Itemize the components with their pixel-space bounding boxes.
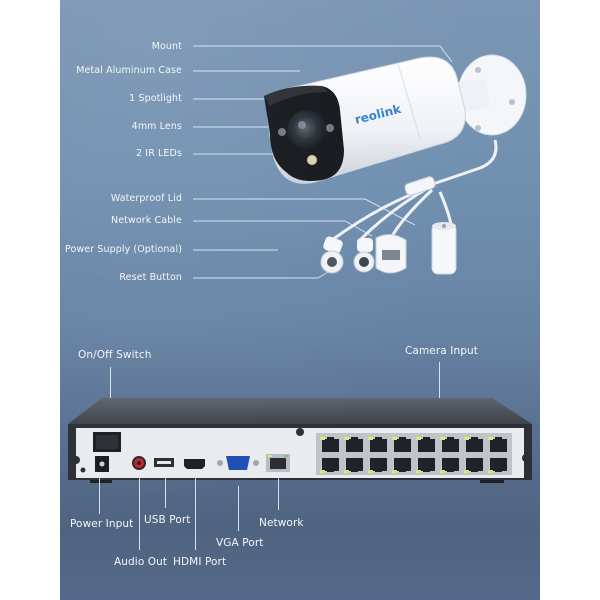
poe-port-14 <box>440 458 459 473</box>
ir-led-right <box>326 124 334 132</box>
screw-right <box>522 454 530 462</box>
poe-port-led <box>320 437 325 440</box>
poe-port-led <box>416 470 421 473</box>
leader-audio-out <box>139 476 140 550</box>
hdmi-port-icon <box>184 459 205 469</box>
poe-port-11 <box>368 458 387 473</box>
product-diagram-panel: Mount Metal Aluminum Case 1 Spotlight 4m… <box>60 0 540 600</box>
poe-port-led <box>488 470 493 473</box>
camera-leader-lines <box>193 45 453 279</box>
callout-label-network: Network <box>259 517 304 529</box>
power-connector-icon <box>320 236 344 274</box>
callout-label-power-supply: Power Supply (Optional) <box>64 244 182 255</box>
leader-usb-port <box>165 476 166 508</box>
poe-port-16 <box>488 458 507 473</box>
camera-illustration: reolink <box>264 54 527 275</box>
callout-label-mount: Mount <box>151 41 182 52</box>
leader-on-off-switch <box>110 367 111 422</box>
poe-port-led <box>320 470 325 473</box>
poe-port-led <box>464 470 469 473</box>
spotlight-led <box>307 155 317 165</box>
callout-label-reset-button: Reset Button <box>119 272 182 283</box>
poe-port-led <box>488 437 493 440</box>
callout-label-ir-leds: 2 IR LEDs <box>136 148 182 159</box>
callout-label-usb-port: USB Port <box>144 514 191 526</box>
callout-label-waterproof-lid: Waterproof Lid <box>110 193 182 204</box>
poe-port-12 <box>392 458 411 473</box>
waterproof-lid-icon <box>431 222 457 275</box>
leader-mount <box>193 45 453 63</box>
leader-waterproof-lid <box>193 198 416 226</box>
callout-label-on-off-switch: On/Off Switch <box>78 349 152 361</box>
poe-port-led <box>368 470 373 473</box>
callout-label-hdmi-port: HDMI Port <box>173 556 227 568</box>
leader-network <box>278 476 279 510</box>
callout-label-vga-port: VGA Port <box>216 537 264 549</box>
poe-port-led <box>392 437 397 440</box>
poe-port-led <box>440 470 445 473</box>
poe-port-7 <box>464 437 483 452</box>
leader-network-cable <box>193 220 373 237</box>
poe-port-led <box>344 470 349 473</box>
camera-front <box>264 85 344 181</box>
poe-port-9 <box>320 458 339 473</box>
lens-icon <box>287 110 327 150</box>
poe-port-4 <box>392 437 411 452</box>
poe-port-8 <box>488 437 507 452</box>
reset-pinhole <box>80 467 86 473</box>
leader-hdmi-port <box>195 476 196 550</box>
screw-top <box>296 428 304 436</box>
poe-port-led <box>368 437 373 440</box>
leader-camera-input <box>439 362 440 408</box>
poe-port-15 <box>464 458 483 473</box>
poe-port-13 <box>416 458 435 473</box>
poe-port-led <box>464 437 469 440</box>
leader-vga-port <box>238 486 239 531</box>
nvr-device <box>68 398 532 483</box>
callout-label-metal-case: Metal Aluminum Case <box>76 65 182 76</box>
poe-port-2 <box>344 437 363 452</box>
poe-port-led <box>440 437 445 440</box>
poe-port-5 <box>416 437 435 452</box>
callout-label-audio-out: Audio Out <box>114 556 168 568</box>
leader-reset-button <box>193 271 329 279</box>
network-connector-icon <box>375 234 407 274</box>
callout-label-network-cable: Network Cable <box>111 215 182 226</box>
leader-power-input <box>99 476 100 514</box>
poe-port-led <box>344 437 349 440</box>
poe-port-10 <box>344 458 363 473</box>
poe-port-1 <box>320 437 339 452</box>
poe-port-led <box>392 470 397 473</box>
cable-splitter <box>404 176 436 196</box>
poe-port-6 <box>440 437 459 452</box>
callout-label-spotlight: 1 Spotlight <box>129 93 182 104</box>
poe-port-led <box>416 437 421 440</box>
callout-label-camera-input: Camera Input <box>405 345 478 357</box>
reset-connector-icon <box>353 238 375 273</box>
poe-port-3 <box>368 437 387 452</box>
callout-label-lens: 4mm Lens <box>131 121 182 132</box>
screw-left <box>72 456 80 464</box>
callout-label-power-input: Power Input <box>70 518 134 530</box>
vga-port-icon <box>226 456 250 470</box>
nvr-top-cover <box>68 398 532 424</box>
ir-led-left <box>278 128 286 136</box>
